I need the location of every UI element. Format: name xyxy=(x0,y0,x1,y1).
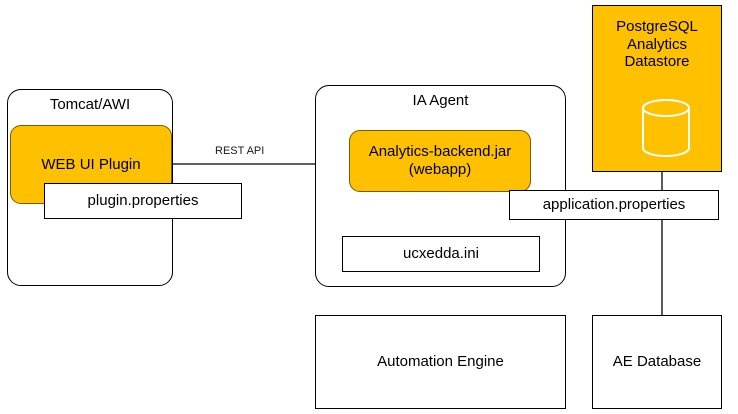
database-cylinder-icon xyxy=(642,99,690,157)
component-analytics-backend-label-line1: Analytics-backend.jar xyxy=(368,143,512,161)
component-analytics-backend-label-line2: (webapp) xyxy=(408,161,472,178)
system-ae-database[interactable]: AE Database xyxy=(592,315,722,409)
config-ucxedda-ini[interactable]: ucxedda.ini xyxy=(342,236,540,272)
config-application-properties-label: application.properties xyxy=(542,196,686,214)
component-postgresql-datastore-label-line1: PostgreSQL xyxy=(616,18,698,35)
component-postgresql-datastore-label-line2: Analytics xyxy=(626,35,688,53)
system-automation-engine[interactable]: Automation Engine xyxy=(315,315,566,409)
connector-rest-api-label: REST API xyxy=(212,145,268,157)
container-ia-agent-label: IA Agent xyxy=(412,92,469,109)
container-tomcat-awi-label: Tomcat/AWI xyxy=(49,96,131,113)
component-postgresql-datastore-label-line3: Datastore xyxy=(624,53,690,71)
config-plugin-properties-label: plugin.properties xyxy=(87,192,199,210)
config-ucxedda-ini-label: ucxedda.ini xyxy=(403,245,479,263)
component-web-ui-plugin-label: WEB UI Plugin xyxy=(41,155,141,173)
component-postgresql-datastore[interactable]: PostgreSQL Analytics Datastore xyxy=(592,5,722,172)
component-analytics-backend[interactable]: Analytics-backend.jar (webapp) xyxy=(349,130,531,192)
system-ae-database-label: AE Database xyxy=(612,353,702,371)
config-application-properties[interactable]: application.properties xyxy=(509,190,719,220)
system-automation-engine-label: Automation Engine xyxy=(377,353,504,371)
config-plugin-properties[interactable]: plugin.properties xyxy=(44,183,242,219)
